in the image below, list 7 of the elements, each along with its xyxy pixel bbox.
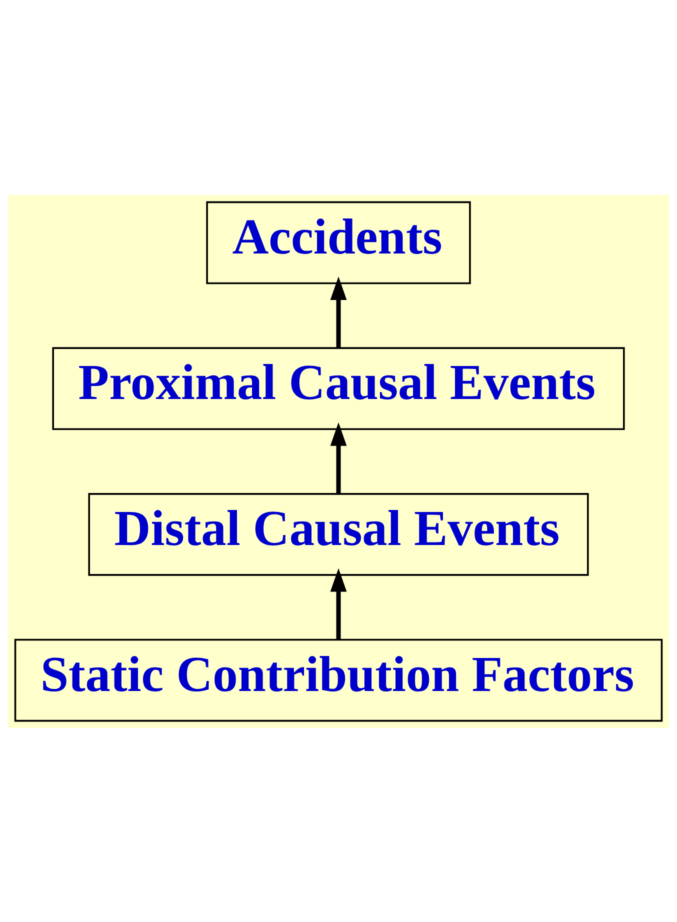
node-box: Proximal Causal Events (52, 346, 625, 430)
node-box: Accidents (206, 200, 471, 284)
arrow (330, 422, 347, 494)
arrow (330, 276, 347, 348)
arrow (330, 568, 347, 640)
node-box: Distal Causal Events (88, 492, 589, 576)
node-box: Static Contribution Factors (14, 638, 663, 722)
